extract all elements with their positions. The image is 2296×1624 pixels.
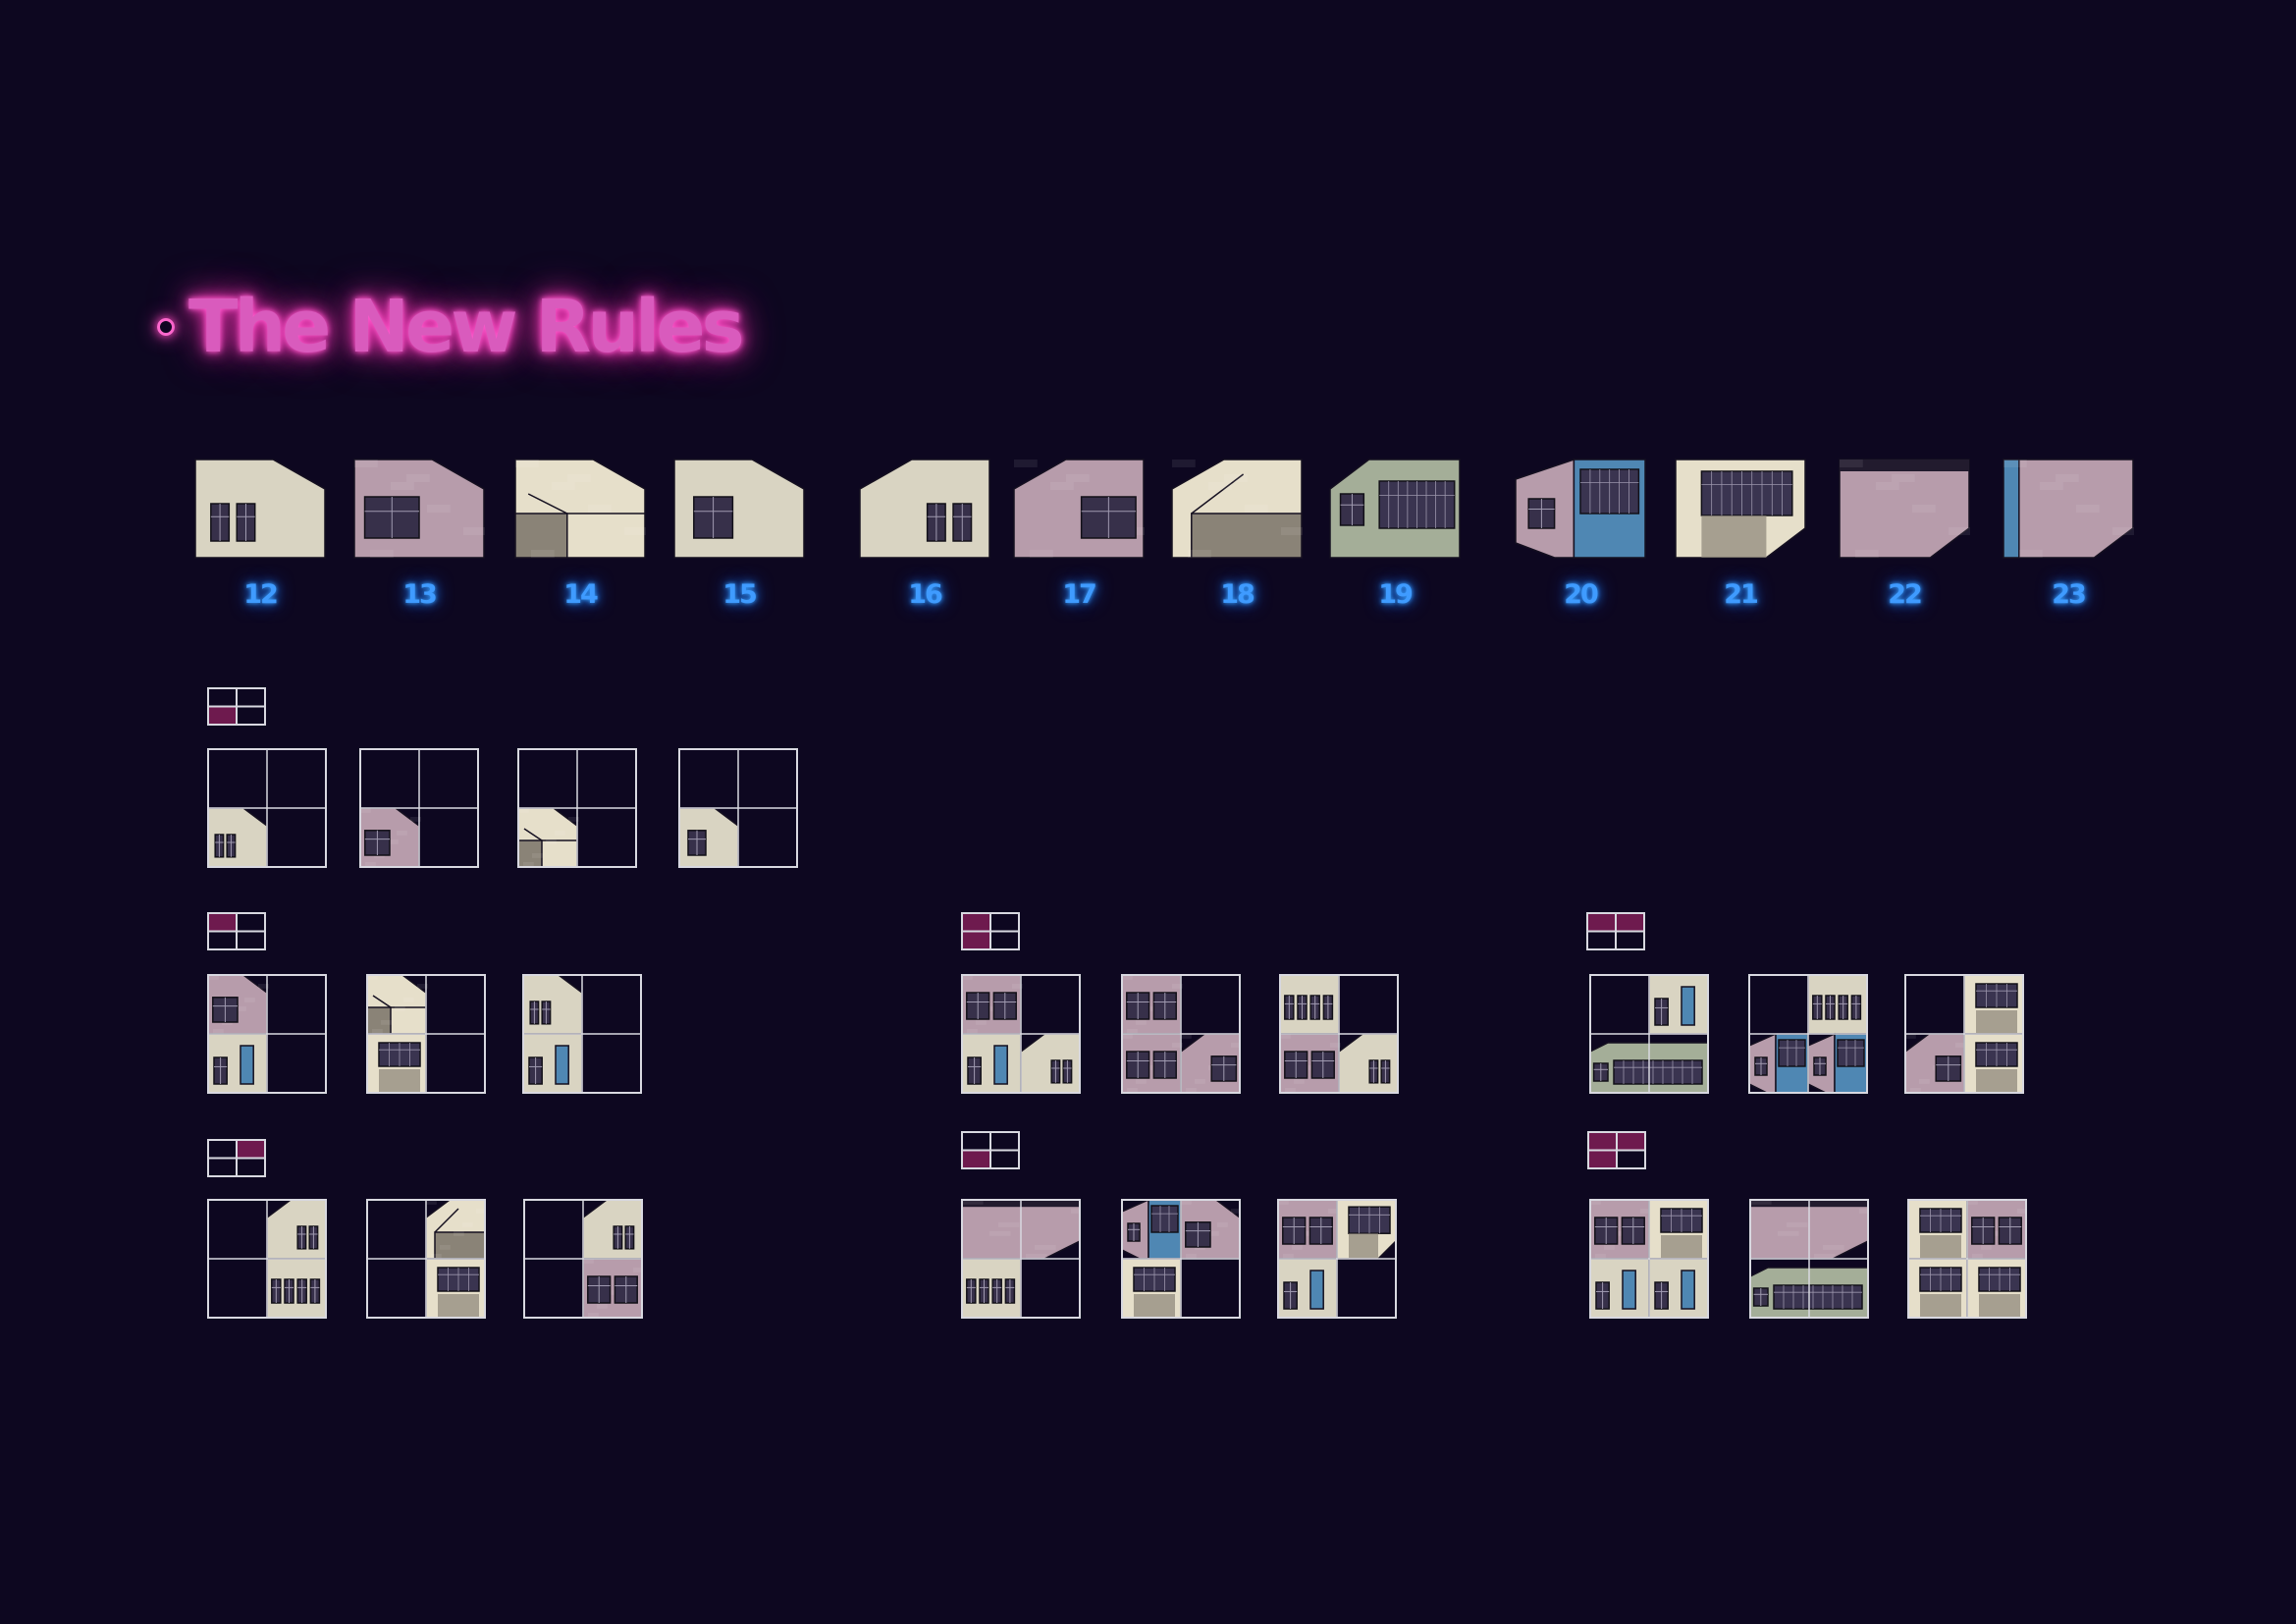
rule-frame — [1904, 974, 2024, 1094]
rule-frame — [961, 974, 1081, 1094]
rule-key-icon — [1586, 912, 1645, 950]
module-number: 16 — [908, 579, 943, 610]
title-block: The New Rules — [157, 285, 745, 369]
module-number: 13 — [402, 579, 438, 610]
module-tile-14 — [514, 459, 646, 559]
module-tile-18 — [1171, 459, 1303, 559]
module-number: 22 — [1888, 579, 1923, 610]
module-tile-21 — [1675, 459, 1806, 559]
module-number: 23 — [2052, 579, 2087, 610]
rule-frame — [1589, 1199, 1709, 1319]
rule-frame — [961, 1199, 1081, 1319]
rule-key-icon — [207, 687, 266, 726]
module-tile-17 — [1013, 459, 1145, 559]
module-tile-20 — [1515, 459, 1646, 559]
module-number: 21 — [1724, 579, 1759, 610]
rule-frame — [1748, 974, 1868, 1094]
rule-frame — [1279, 974, 1399, 1094]
module-tile-23 — [2002, 459, 2134, 559]
module-tile-16 — [859, 459, 990, 559]
rule-key-icon — [207, 1139, 266, 1177]
rule-frame — [207, 974, 327, 1094]
rule-frame — [1907, 1199, 2027, 1319]
module-number: 12 — [243, 579, 279, 610]
rule-key-icon — [961, 1131, 1020, 1169]
rule-key-icon — [961, 912, 1020, 950]
rule-frame — [678, 748, 798, 868]
rule-frame — [1749, 1199, 1869, 1319]
rule-frame — [207, 748, 327, 868]
rule-key-icon — [207, 912, 266, 950]
rule-frame — [207, 1199, 327, 1319]
rule-frame — [522, 974, 642, 1094]
rule-key-icon — [1587, 1131, 1646, 1169]
rule-frame — [517, 748, 637, 868]
module-number: 20 — [1564, 579, 1599, 610]
rule-frame — [366, 1199, 486, 1319]
bullet-icon — [157, 318, 175, 336]
rule-frame — [359, 748, 479, 868]
module-tile-13 — [353, 459, 485, 559]
rule-frame — [1121, 1199, 1241, 1319]
module-number: 19 — [1378, 579, 1414, 610]
rule-frame — [1121, 974, 1241, 1094]
rule-frame — [366, 974, 486, 1094]
page-title: The New Rules — [188, 285, 745, 369]
module-number: 18 — [1220, 579, 1255, 610]
rule-frame — [1589, 974, 1709, 1094]
module-tile-15 — [673, 459, 805, 559]
module-tile-12 — [194, 459, 326, 559]
rule-frame — [1277, 1199, 1397, 1319]
module-tile-22 — [1839, 459, 1970, 559]
rule-frame — [523, 1199, 643, 1319]
module-number: 15 — [722, 579, 758, 610]
module-number: 17 — [1062, 579, 1097, 610]
module-tile-19 — [1329, 459, 1461, 559]
module-number: 14 — [563, 579, 599, 610]
